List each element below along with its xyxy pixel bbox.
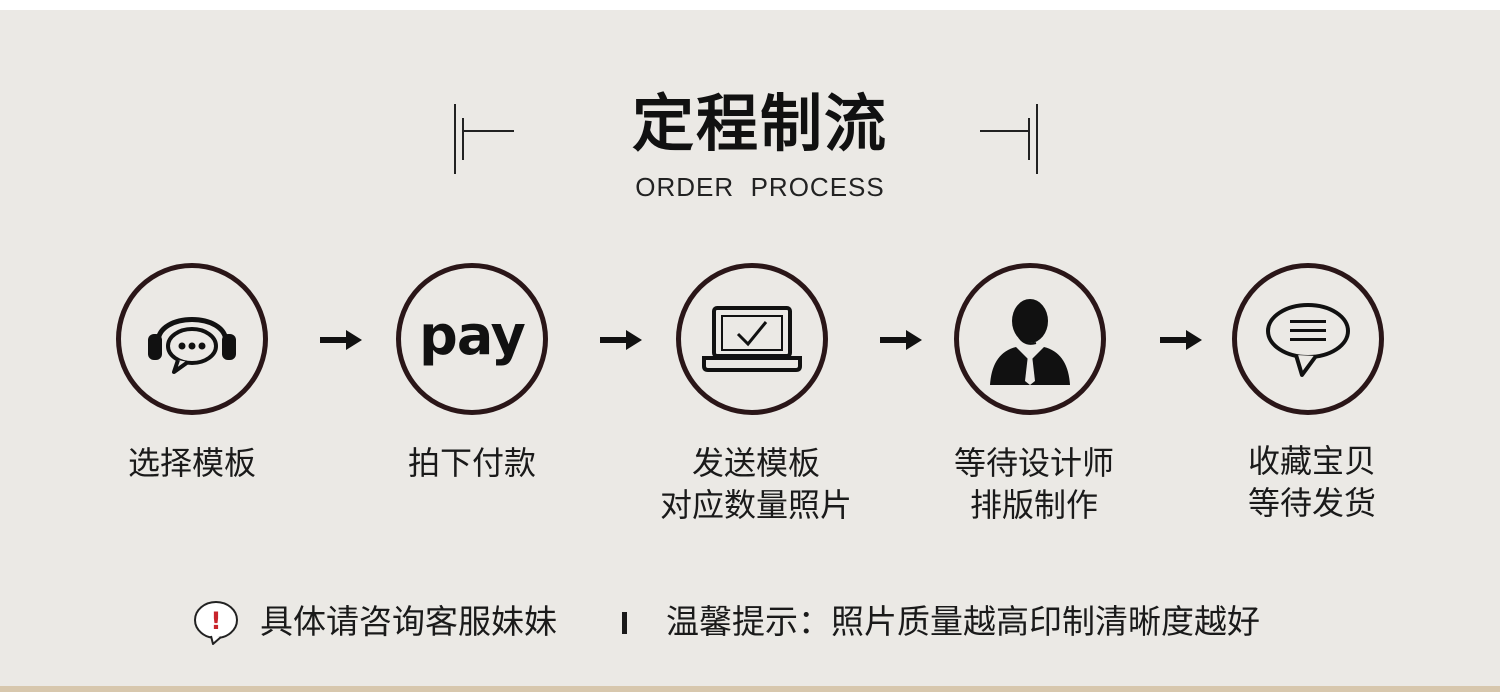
pay-logo-icon: pay [419,304,526,367]
step-3-label: 发送模板 对应数量照片 [626,442,886,526]
arrow-right-icon [1160,330,1202,350]
step-5-line1: 收藏宝贝 [1247,442,1376,480]
step-2-line1: 拍下付款 [407,444,536,482]
step-4-circle [954,263,1106,415]
arrow-right-icon [600,330,642,350]
step-1-line1: 选择模板 [127,444,256,482]
arrow-right-icon [880,330,922,350]
arrow-right-icon [320,330,362,350]
notice-icon: ! [194,601,238,645]
title-right-ornament [980,100,1042,176]
step-3-circle [676,263,828,415]
quality-tip-text: 温馨提示：照片质量越高印制清晰度越好 [666,602,1260,641]
contact-notice-text: 具体请咨询客服妹妹 [260,602,557,641]
step-2-circle: pay [396,263,548,415]
speech-bubble-icon [1266,303,1350,377]
step-4-label: 等待设计师 排版制作 [904,442,1164,526]
step-5-line2: 等待发货 [1247,484,1376,522]
step-5-circle [1232,263,1384,415]
step-4-line1: 等待设计师 [953,444,1114,482]
headset-chat-icon [148,317,236,374]
step-5-label: 收藏宝贝 等待发货 [1182,440,1442,524]
step-4-line2: 排版制作 [969,486,1098,524]
bottom-divider [0,686,1500,692]
step-3-line2: 对应数量照片 [659,486,852,524]
step-1-label: 选择模板 [62,442,322,484]
step-1-circle [116,263,268,415]
title-left-ornament [454,100,516,176]
footer-separator [622,612,627,634]
step-3-line1: 发送模板 [691,444,820,482]
page-title: 定程制流 [631,87,888,160]
step-2-label: 拍下付款 [342,442,602,484]
page-subtitle: ORDER PROCESS [635,172,885,202]
designer-person-icon [990,299,1070,385]
laptop-check-icon [702,306,802,372]
svg-text:!: ! [211,607,222,635]
